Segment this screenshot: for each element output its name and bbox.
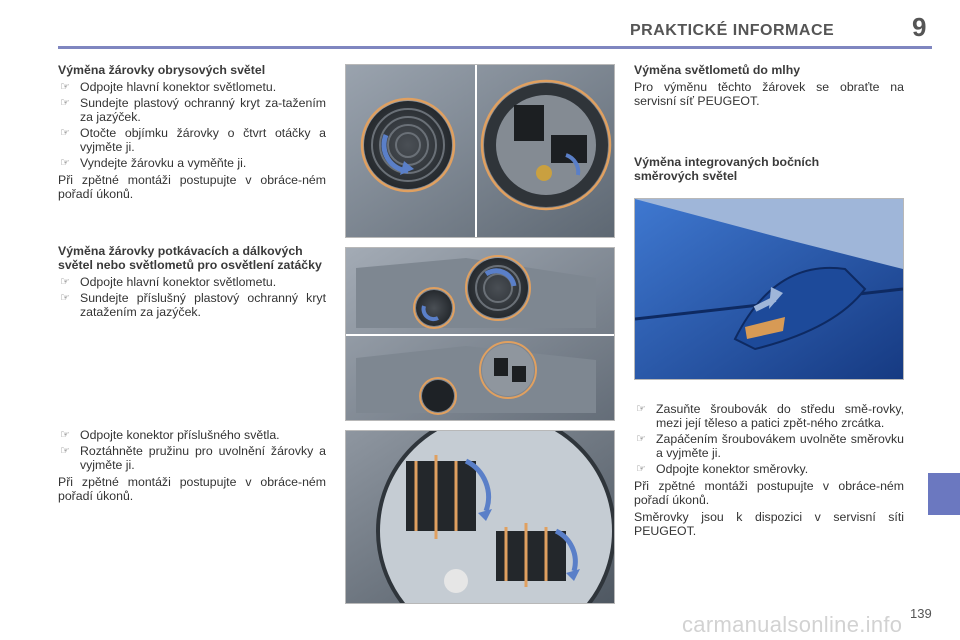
list-item: ☞ Roztáhněte pružinu pro uvolnění žárovky… (58, 444, 326, 472)
list-item-text: Odpojte konektor příslušného světla. (80, 428, 280, 442)
list-item: ☞ Zapáčením šroubovákem uvolněte směrovku… (634, 432, 904, 460)
section-title: Výměna světlometů do mlhy (634, 63, 801, 77)
section-sidelight-bulb: Výměna žárovky obrysových světel ☞ Odpojt… (58, 63, 326, 201)
pointing-hand-icon: ☞ (60, 445, 70, 457)
list-item-text: Roztáhněte pružinu pro uvolnění žárovky … (80, 444, 326, 472)
pointing-hand-icon: ☞ (636, 463, 646, 475)
list-item-text: Vyndejte žárovku a vyměňte ji. (80, 156, 247, 170)
list-item: ☞ Sundejte plastový ochranný kryt za-taže… (58, 96, 326, 124)
list-item-text: Sundejte příslušný plastový ochranný kry… (80, 291, 326, 319)
page-number: 139 (910, 606, 932, 621)
pointing-hand-icon: ☞ (60, 292, 70, 304)
pointing-hand-icon: ☞ (60, 276, 70, 288)
section-fog-lamps: Výměna světlometů do mlhy Pro výměnu těc… (634, 63, 904, 108)
list-item: ☞ Odpojte konektor směrovky. (634, 462, 904, 476)
list-item: ☞ Vyndejte žárovku a vyměňte ji. (58, 156, 326, 170)
note-text: Při zpětné montáži postupujte v obráce-n… (58, 475, 326, 503)
pointing-hand-icon: ☞ (60, 429, 70, 441)
list-item: ☞ Odpojte konektor příslušného světla. (58, 428, 326, 442)
section-title: Výměna žárovky potkávacích a dálkových s… (58, 244, 322, 272)
list-item: ☞ Otočte objímku žárovky o čtvrt otáčky a… (58, 126, 326, 154)
photo-headlamp-beam-covers (345, 247, 615, 421)
list-item: ☞ Zasuňte šroubovák do středu smě-rovky, … (634, 402, 904, 430)
note-text: Směrovky jsou k dispozici v servisní sít… (634, 510, 904, 538)
section-low-high-beam-bulb: Výměna žárovky potkávacích a dálkových s… (58, 244, 326, 321)
pointing-hand-icon: ☞ (60, 157, 70, 169)
section-side-indicators-title: Výměna integrovaných bočních směrových s… (634, 155, 884, 186)
header-rule (58, 46, 932, 49)
pointing-hand-icon: ☞ (636, 403, 646, 415)
pointing-hand-icon: ☞ (60, 81, 70, 93)
chapter-number: 9 (912, 12, 927, 42)
chapter-side-tab (928, 473, 960, 515)
photo-bulb-spring-release (345, 430, 615, 604)
section-title: Výměna integrovaných bočních směrových s… (634, 155, 820, 183)
list-item-text: Zapáčením šroubovákem uvolněte směrovku … (656, 432, 904, 460)
list-item-text: Otočte objímku žárovky o čtvrt otáčky a … (80, 126, 326, 154)
pointing-hand-icon: ☞ (60, 127, 70, 139)
list-item: ☞ Odpojte hlavní konektor světlometu. (58, 80, 326, 94)
note-text: Při zpětné montáži postupujte v obráce-n… (634, 479, 904, 507)
photo-headlamp-rear-cover (345, 64, 615, 238)
list-item: ☞ Odpojte hlavní konektor světlometu. (58, 275, 326, 289)
section-side-indicators-steps: ☞ Zasuňte šroubovák do středu smě-rovky, … (634, 402, 904, 538)
list-item-text: Odpojte konektor směrovky. (656, 462, 809, 476)
note-text: Při zpětné montáži postupujte v obráce-n… (58, 173, 326, 201)
pointing-hand-icon: ☞ (60, 97, 70, 109)
section-disconnect-bulb: ☞ Odpojte konektor příslušného světla. ☞ R… (58, 428, 326, 503)
watermark-text: carmanualsonline.info (682, 612, 903, 637)
list-item-text: Sundejte plastový ochranný kryt za-tažen… (80, 96, 326, 124)
body-text: Pro výměnu těchto žárovek se obraťte na … (634, 80, 904, 108)
pointing-hand-icon: ☞ (636, 433, 646, 445)
page-header-title: PRAKTICKÉ INFORMACE (630, 22, 835, 39)
list-item-text: Odpojte hlavní konektor světlometu. (80, 275, 277, 289)
list-item-text: Odpojte hlavní konektor světlometu. (80, 80, 277, 94)
list-item-text: Zasuňte šroubovák do středu smě-rovky, m… (656, 402, 904, 430)
section-title: Výměna žárovky obrysových světel (58, 63, 266, 77)
photo-mirror-side-indicator (634, 198, 904, 380)
list-item: ☞ Sundejte příslušný plastový ochranný kr… (58, 291, 326, 319)
